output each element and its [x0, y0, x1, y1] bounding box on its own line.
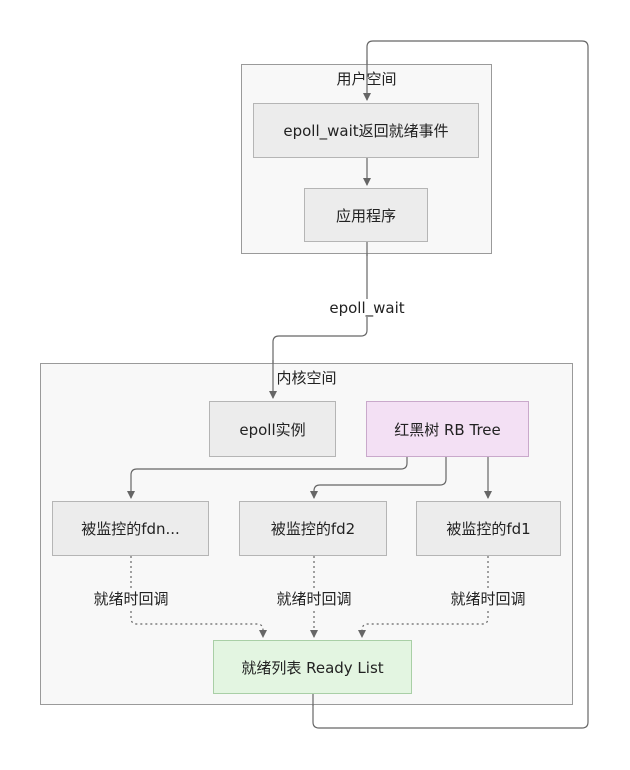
kernel-space-label: 内核空间: [276, 369, 337, 387]
callback-fd2-edge-label: 就绪时回调: [273, 588, 355, 609]
fdn-node: 被监控的fdn...: [52, 501, 209, 556]
edge-readylist-to-return: [312, 40, 589, 729]
ready-list-node: 就绪列表 Ready List: [213, 640, 412, 694]
callback-fdn-edge-label: 就绪时回调: [90, 588, 172, 609]
callback-fd1-edge-label: 就绪时回调: [447, 588, 529, 609]
epoll-wait-edge-label: epoll_wait: [326, 299, 408, 317]
user-space-label: 用户空间: [336, 70, 397, 88]
rb-tree-node: 红黑树 RB Tree: [366, 401, 529, 457]
fd2-node: 被监控的fd2: [239, 501, 387, 556]
epoll-instance-node: epoll实例: [209, 401, 336, 457]
application-node: 应用程序: [304, 188, 428, 242]
fd1-node: 被监控的fd1: [416, 501, 561, 556]
edge-app-to-epoll: [269, 242, 368, 399]
epoll-wait-return-node: epoll_wait返回就绪事件: [253, 103, 479, 158]
